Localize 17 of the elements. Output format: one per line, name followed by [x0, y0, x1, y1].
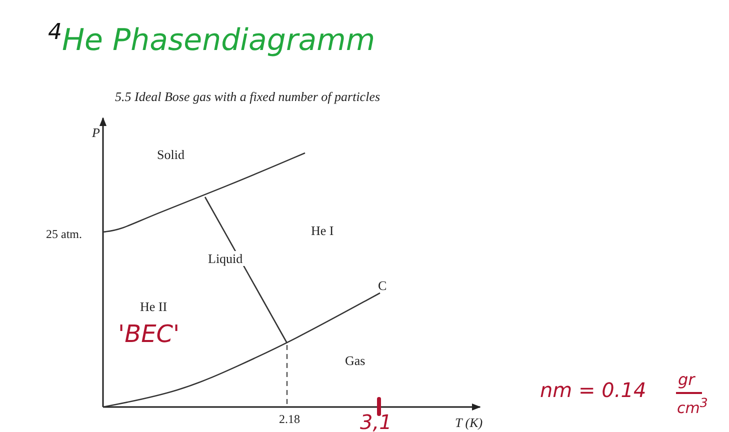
tick-label: 2.18: [279, 413, 300, 425]
title: $^{4}$He Phasendiagramm: [48, 20, 376, 59]
point-label: C: [378, 279, 387, 292]
handwritten-note: nm = 0.14: [540, 380, 646, 400]
region-label: He I: [311, 224, 334, 237]
region-label: Gas: [345, 354, 366, 367]
handwritten-note: gr: [678, 372, 695, 388]
tick-label: 25 atm.: [46, 228, 82, 240]
axis-label: P: [92, 126, 100, 139]
region-label: Solid: [157, 148, 184, 161]
handwritten-note: cm$^{3}$: [677, 397, 708, 416]
region-label: Liquid: [206, 251, 245, 266]
caption: 5.5 Ideal Bose gas with a fixed number of particles: [115, 89, 380, 105]
axis-label: T (K): [455, 416, 483, 429]
region-label: He II: [140, 300, 168, 313]
handwritten-note: 'BEC': [118, 322, 180, 346]
handwritten-note: 3,1: [360, 412, 392, 432]
